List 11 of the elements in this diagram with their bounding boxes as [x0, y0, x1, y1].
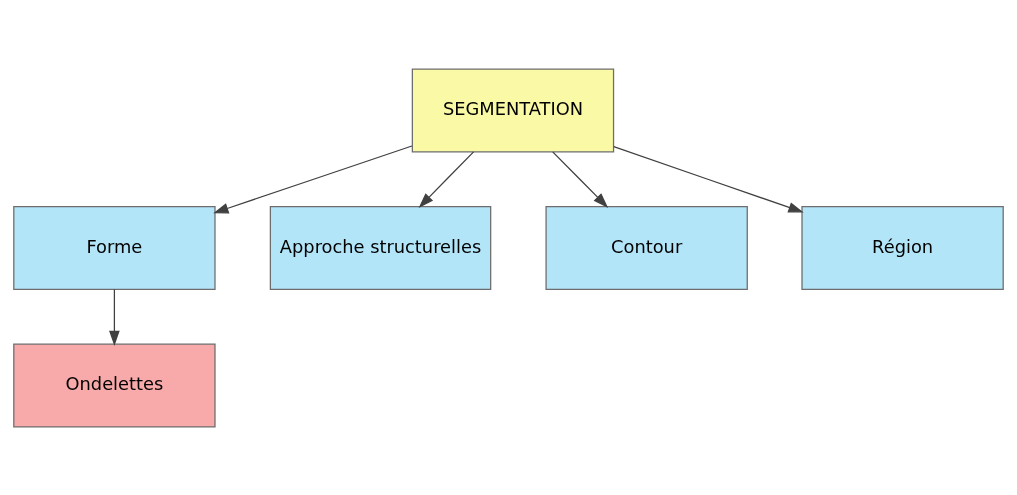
arrow — [213, 144, 413, 213]
node-box: Forme — [13, 205, 216, 290]
arrow — [109, 288, 120, 346]
node-box: Approche structurelles — [269, 205, 492, 290]
arrow — [552, 150, 609, 208]
node-box: SEGMENTATION — [411, 67, 615, 152]
node-box: Contour — [545, 205, 748, 290]
node-box: Région — [801, 205, 1004, 290]
node-box: Ondelettes — [13, 343, 216, 428]
arrow — [613, 145, 804, 212]
arrow — [418, 150, 475, 208]
